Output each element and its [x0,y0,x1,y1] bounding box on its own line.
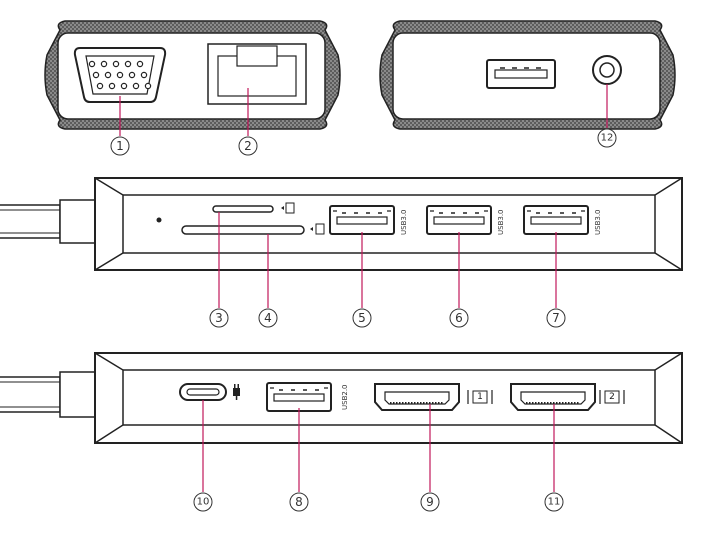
hdmi-port-2 [510,383,596,411]
svg-text:12: 12 [601,133,614,144]
vga-pin [116,71,124,79]
usb3-label-c: USB3.0 [594,209,602,235]
vga-pin [144,82,152,90]
sd-card-slot [212,202,295,214]
callouts: 1 2 12 3 4 5 6 7 10 8 9 11 [110,128,617,512]
svg-text:5: 5 [358,311,366,325]
svg-text:1: 1 [116,139,124,153]
right-end-view [379,20,676,130]
vga-pin [108,82,116,90]
vga-pin [124,60,132,68]
svg-text:6: 6 [455,311,463,325]
callout-10: 10 [193,492,213,512]
power-plug-icon [233,384,240,400]
callout-12: 12 [597,128,617,148]
display-2-label: 2 [609,392,615,402]
vga-pin [96,82,104,90]
usb-port-end [486,59,556,89]
svg-text:2: 2 [244,139,252,153]
side-view-top: USB3.0 USB3.0 USB3.0 [0,177,683,271]
vga-pin [88,60,96,68]
usb3-port-c [523,205,589,235]
callout-4: 4 [258,308,278,328]
usb3-label-b: USB3.0 [497,209,505,235]
status-led [156,217,162,223]
display-1-icon: 1 [467,390,493,404]
display-1-label: 1 [477,392,483,402]
usb3-port-b [426,205,492,235]
svg-text:4: 4 [264,311,272,325]
vga-pin [112,60,120,68]
vga-pin [92,71,100,79]
callout-7: 7 [546,308,566,328]
callout-8: 8 [289,492,309,512]
callout-2: 2 [238,136,258,156]
vga-pin [140,71,148,79]
callout-3: 3 [209,308,229,328]
cable [0,199,96,244]
usb3-port-a [329,205,395,235]
ethernet-port [207,43,307,105]
display-2-icon: 2 [599,390,625,404]
callout-5: 5 [352,308,372,328]
svg-text:7: 7 [552,311,560,325]
callout-1: 1 [110,136,130,156]
type-c-port [179,383,227,401]
callout-lines [119,84,608,492]
svg-text:11: 11 [548,497,561,508]
tf-card-slot [181,223,325,235]
svg-text:3: 3 [215,311,223,325]
vga-pin [100,60,108,68]
hdmi-port-1 [374,383,460,411]
usb2-port [266,382,332,412]
left-end-view [44,20,341,130]
svg-text:8: 8 [295,495,303,509]
vga-pin [128,71,136,79]
usb3-label-a: USB3.0 [400,209,408,235]
vga-pin [136,60,144,68]
vga-pins [88,60,152,90]
callout-11: 11 [544,492,564,512]
vga-pin [104,71,112,79]
side-view-bottom: USB2.0 1 2 [0,352,683,444]
callout-9: 9 [420,492,440,512]
vga-pin [120,82,128,90]
vga-pin [132,82,140,90]
usb2-label: USB2.0 [341,384,349,410]
audio-jack [592,55,622,85]
callout-6: 6 [449,308,469,328]
cable-2 [0,371,96,418]
svg-text:9: 9 [426,495,434,509]
svg-text:10: 10 [197,497,210,508]
